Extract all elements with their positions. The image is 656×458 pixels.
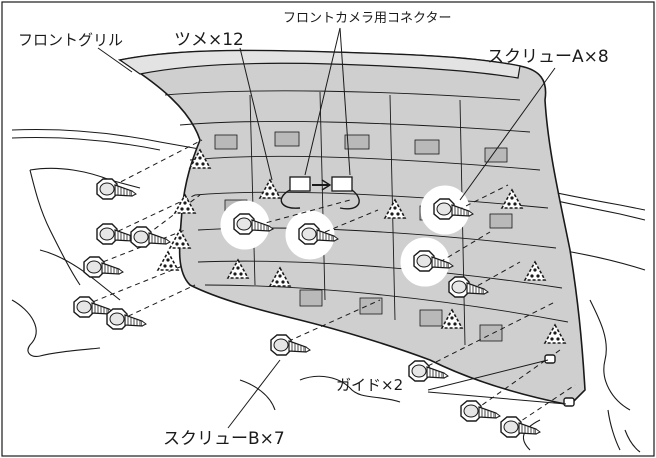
camera-connector bbox=[280, 176, 360, 210]
label-screw-b: スクリューB×7 bbox=[163, 429, 285, 449]
label-screw-a: スクリューA×8 bbox=[487, 47, 609, 67]
label-guide: ガイド×2 bbox=[336, 376, 403, 394]
label-clips: ツメ×12 bbox=[174, 30, 244, 50]
leader-lines bbox=[97, 27, 567, 429]
label-front-grille: フロントグリル bbox=[18, 31, 123, 49]
label-camera-connector: フロントカメラ用コネクター bbox=[283, 11, 451, 26]
front-grille-body bbox=[117, 49, 586, 406]
guide-markers bbox=[544, 354, 575, 407]
vehicle-body-outline bbox=[11, 128, 646, 453]
